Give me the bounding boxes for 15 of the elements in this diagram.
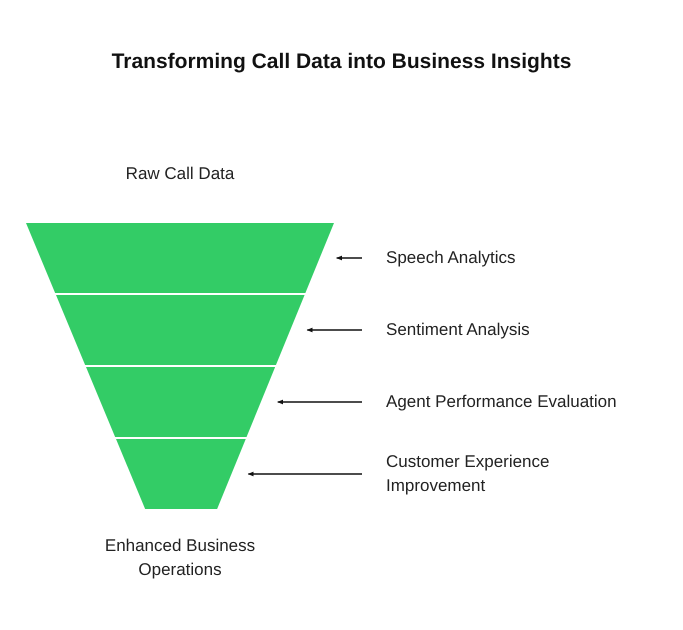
diagram-title: Transforming Call Data into Business Insights — [110, 50, 572, 74]
arrow — [248, 472, 362, 476]
stage-label: Agent Performance Evaluation — [386, 390, 676, 414]
arrow — [306, 328, 362, 332]
arrow — [336, 256, 362, 260]
stage-label: Speech Analytics — [386, 246, 676, 270]
funnel-segment — [116, 439, 246, 509]
funnel-output-label: Enhanced Business Operations — [104, 535, 256, 581]
funnel-segment — [56, 295, 305, 365]
funnel-input-label: Raw Call Data — [124, 163, 236, 185]
funnel-segment — [26, 223, 334, 293]
stage-label: Sentiment Analysis — [386, 318, 676, 342]
funnel-segment — [86, 367, 276, 437]
arrow — [277, 400, 362, 404]
stage-label: Customer Experience Improvement — [386, 450, 586, 498]
